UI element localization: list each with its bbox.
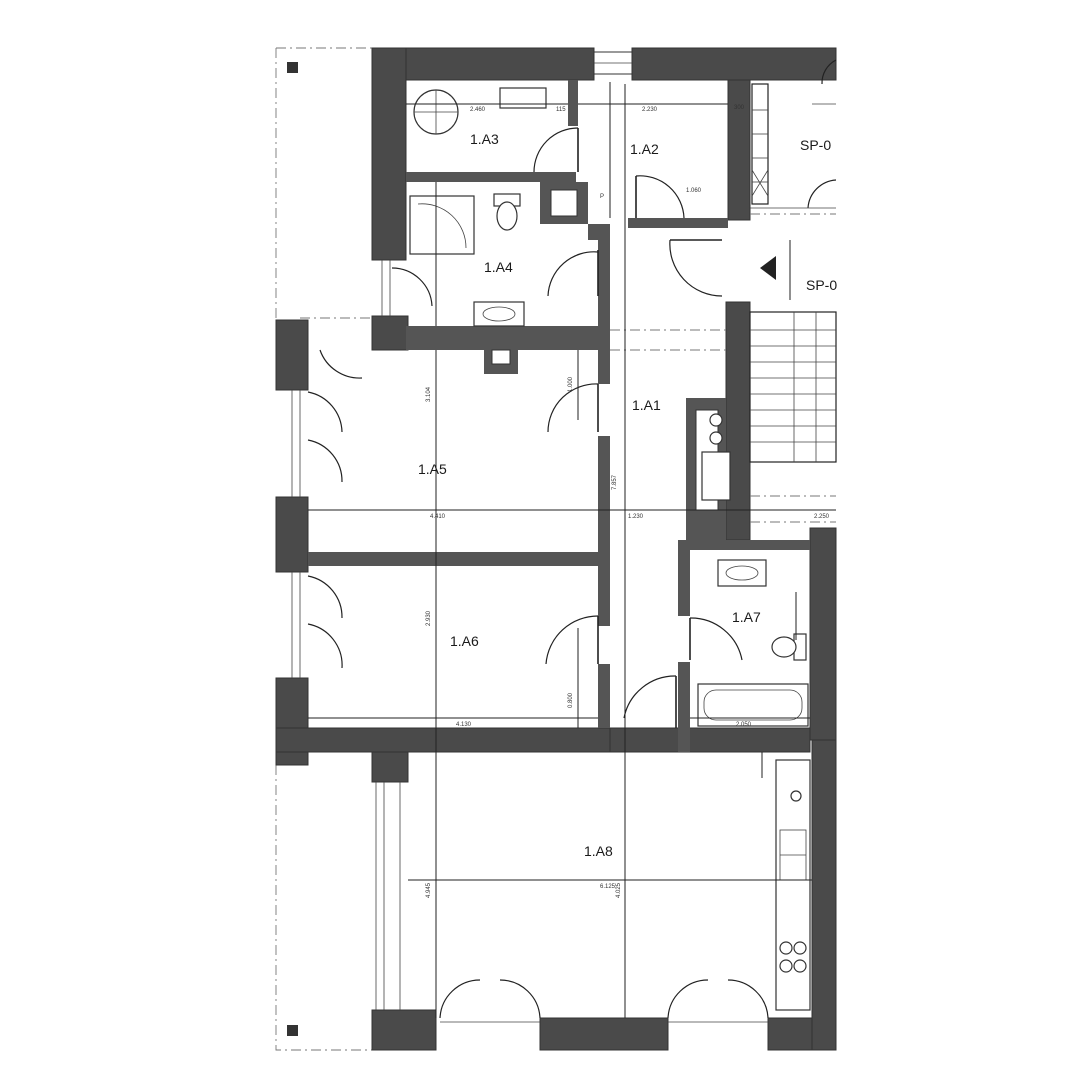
dim-a6-depth: 2.930 — [426, 610, 432, 626]
dimension-lines — [308, 82, 836, 1018]
room-a7-label: 1.A7 — [732, 609, 761, 625]
dim-a7-width: 2.050 — [736, 722, 752, 728]
dim-a8-depth-2: 4.025 — [616, 882, 622, 898]
dim-a1-length: 7.857 — [612, 474, 618, 490]
doors — [307, 127, 769, 1023]
corner-marker-bottom — [287, 1025, 298, 1036]
dimension-labels: 2.460 2.230 1.230 4.410 4.130 2.050 6.12… — [426, 105, 830, 898]
a4-sink — [473, 301, 525, 327]
a4-wc-bowl — [496, 201, 518, 231]
dim-stair-width: 2.250 — [814, 514, 830, 520]
room-a8-label: 1.A8 — [584, 843, 613, 859]
sp-tag-top: SP-0 — [800, 137, 831, 153]
room-a6-label: 1.A6 — [450, 633, 479, 649]
dim-a3-width: 2.460 — [470, 107, 486, 113]
corner-marker-top — [287, 62, 298, 73]
dim-door-a2: 1.060 — [686, 188, 702, 194]
sp-tag-mid: SP-0 — [806, 277, 837, 293]
room-a3-label: 1.A3 — [470, 131, 499, 147]
dim-a1-width: 1.230 — [628, 514, 644, 520]
dim-small-b: 115 — [556, 107, 566, 113]
walls — [275, 47, 837, 1051]
shower-tray — [409, 195, 475, 255]
a7-bathtub — [697, 683, 809, 727]
p-box-label: P — [600, 194, 604, 200]
room-a1-label: 1.A1 — [632, 397, 661, 413]
staircase — [749, 59, 837, 463]
stair-arrow-icon — [760, 256, 776, 280]
room-a5-label: 1.A5 — [418, 461, 447, 477]
dim-a2-width: 2.230 — [642, 107, 658, 113]
dim-a8-width: 6.125 — [600, 884, 616, 890]
axis-lines — [610, 329, 836, 523]
left-windows — [291, 260, 401, 1010]
dim-small-d: 1.000 — [568, 376, 574, 392]
room-labels: 1.A3 1.A2 1.A4 1.A1 1.A5 1.A6 1.A7 1.A8 … — [418, 131, 837, 859]
room-a4-label: 1.A4 — [484, 259, 513, 275]
crop-mask — [838, 40, 1080, 1080]
fixtures — [409, 87, 811, 1011]
dim-small-a: 300 — [734, 105, 745, 111]
dim-a5-width: 4.410 — [430, 514, 446, 520]
dim-a5-depth: 3.104 — [426, 386, 432, 402]
a7-wc-bowl — [771, 636, 797, 658]
a7-sink — [717, 559, 767, 587]
dim-a8-depth: 4.945 — [426, 882, 432, 898]
a3-appliance — [499, 87, 547, 109]
dim-small-c: 0.800 — [568, 692, 574, 708]
room-a2-label: 1.A2 — [630, 141, 659, 157]
property-boundary — [275, 47, 372, 1051]
dim-a6-width: 4.130 — [456, 722, 472, 728]
